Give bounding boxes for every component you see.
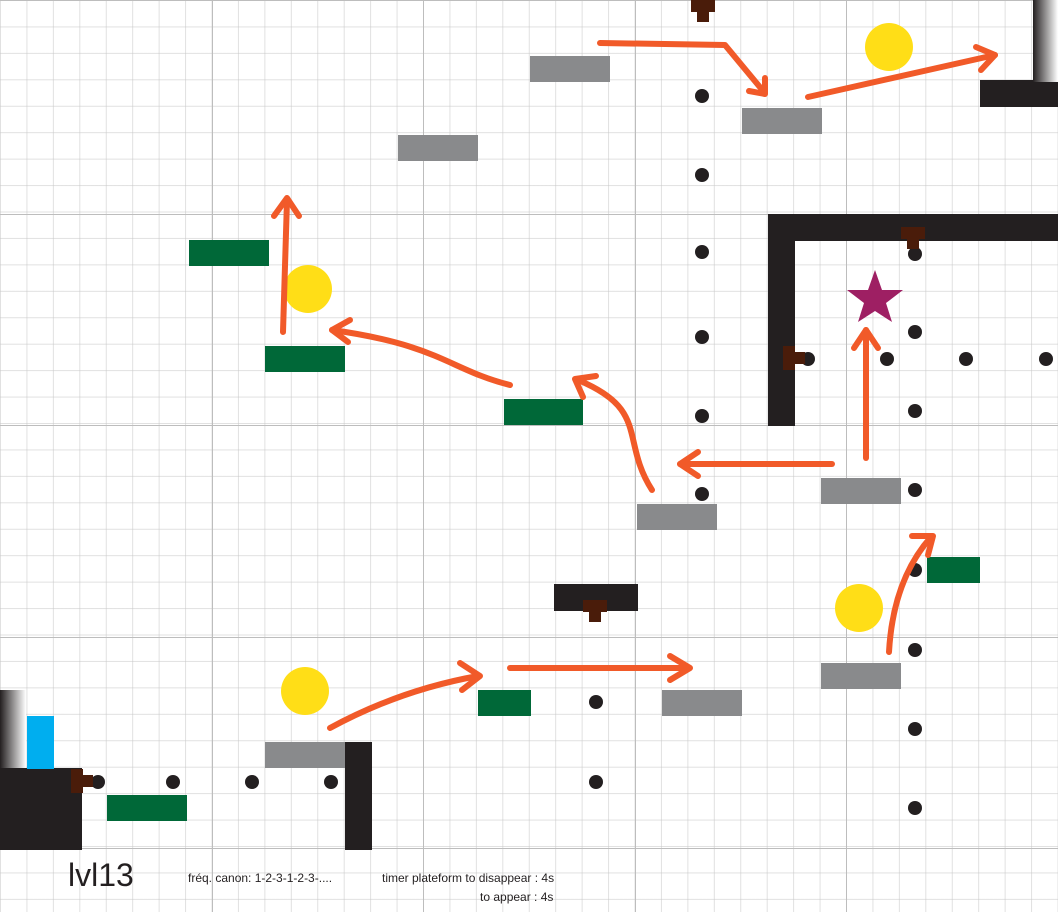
timed-platform — [742, 108, 822, 134]
fixed-platform — [504, 399, 583, 425]
cannon-ball — [908, 247, 922, 261]
wall-vertical-right — [768, 214, 795, 426]
arrowhead — [851, 327, 881, 351]
arrowhead — [973, 44, 998, 73]
cannon-ball — [91, 775, 105, 789]
path-arrow — [597, 40, 767, 95]
timed-platform — [821, 478, 901, 504]
cannon-right — [783, 346, 805, 370]
cannon-down — [691, 0, 715, 22]
timed-platform — [398, 135, 478, 161]
arrowhead — [909, 533, 936, 558]
cannon-ball — [908, 643, 922, 657]
timed-platform — [637, 504, 717, 530]
path-arrow — [575, 377, 655, 493]
grid-line — [212, 0, 213, 912]
arrowhead — [271, 195, 302, 219]
path-arrow — [886, 534, 934, 655]
exit-wall-gradient — [1033, 0, 1058, 82]
cannon-ball — [908, 483, 922, 497]
arrowhead — [667, 653, 693, 683]
cannon-ball — [908, 722, 922, 736]
cannon-ball — [959, 352, 973, 366]
cannon-down — [583, 600, 607, 622]
cannon-ball — [908, 801, 922, 815]
timed-platform — [530, 56, 610, 82]
grid-line — [0, 214, 1058, 215]
path-arrow — [329, 327, 513, 388]
arrowhead — [746, 75, 768, 97]
timer-disappear-note: timer plateform to disappear : 4s — [382, 871, 555, 885]
grid-line — [0, 637, 1058, 638]
arrowhead — [677, 449, 701, 479]
cannon-ball — [695, 89, 709, 103]
coin — [284, 265, 332, 313]
coin — [835, 584, 883, 632]
grid-line — [0, 425, 1058, 426]
path-arrow — [327, 673, 481, 731]
cannon-ball — [589, 695, 603, 709]
cannon-ball — [1039, 352, 1053, 366]
grid-line — [423, 0, 424, 912]
cannon-ball — [695, 168, 709, 182]
level-title: lvl13 — [68, 857, 134, 893]
cannon-ball — [880, 352, 894, 366]
cannon-ball — [589, 775, 603, 789]
timer-appear-note: to appear : 4s — [480, 890, 554, 904]
grid-line — [846, 0, 847, 912]
fixed-platform — [478, 690, 531, 716]
arrowhead — [572, 373, 599, 400]
cannon-ball — [166, 775, 180, 789]
wall-gradient-left — [0, 690, 26, 770]
cannon-down — [901, 227, 925, 249]
cannon-frequency-note: fréq. canon: 1-2-3-1-2-3-.... — [188, 871, 333, 885]
fixed-platform — [265, 346, 345, 372]
path-arrow — [805, 52, 998, 100]
arrowhead — [457, 660, 483, 693]
exit-ledge — [980, 80, 1058, 107]
cannon-ball — [695, 245, 709, 259]
player-block — [27, 716, 54, 769]
timed-platform — [662, 690, 742, 716]
timed-platform — [265, 742, 345, 768]
timed-platform — [821, 663, 901, 689]
grid-line — [0, 0, 1058, 1]
fixed-platform — [107, 795, 187, 821]
cannon-ball — [695, 330, 709, 344]
fixed-platform — [189, 240, 269, 266]
coin — [865, 23, 913, 71]
cannon-ball — [245, 775, 259, 789]
grid-line — [0, 848, 1058, 849]
cannon-ball — [324, 775, 338, 789]
cannon-ball — [695, 409, 709, 423]
arrowhead — [329, 317, 353, 345]
goal-star — [847, 270, 903, 322]
coin — [281, 667, 329, 715]
wall-pillar — [345, 742, 372, 850]
cannon-ball — [908, 404, 922, 418]
fixed-platform — [927, 557, 980, 583]
path-arrow — [280, 197, 290, 335]
cannon-ball — [695, 487, 709, 501]
cannon-right — [71, 769, 93, 793]
start-wall-block — [0, 768, 82, 850]
cannon-ball — [908, 325, 922, 339]
